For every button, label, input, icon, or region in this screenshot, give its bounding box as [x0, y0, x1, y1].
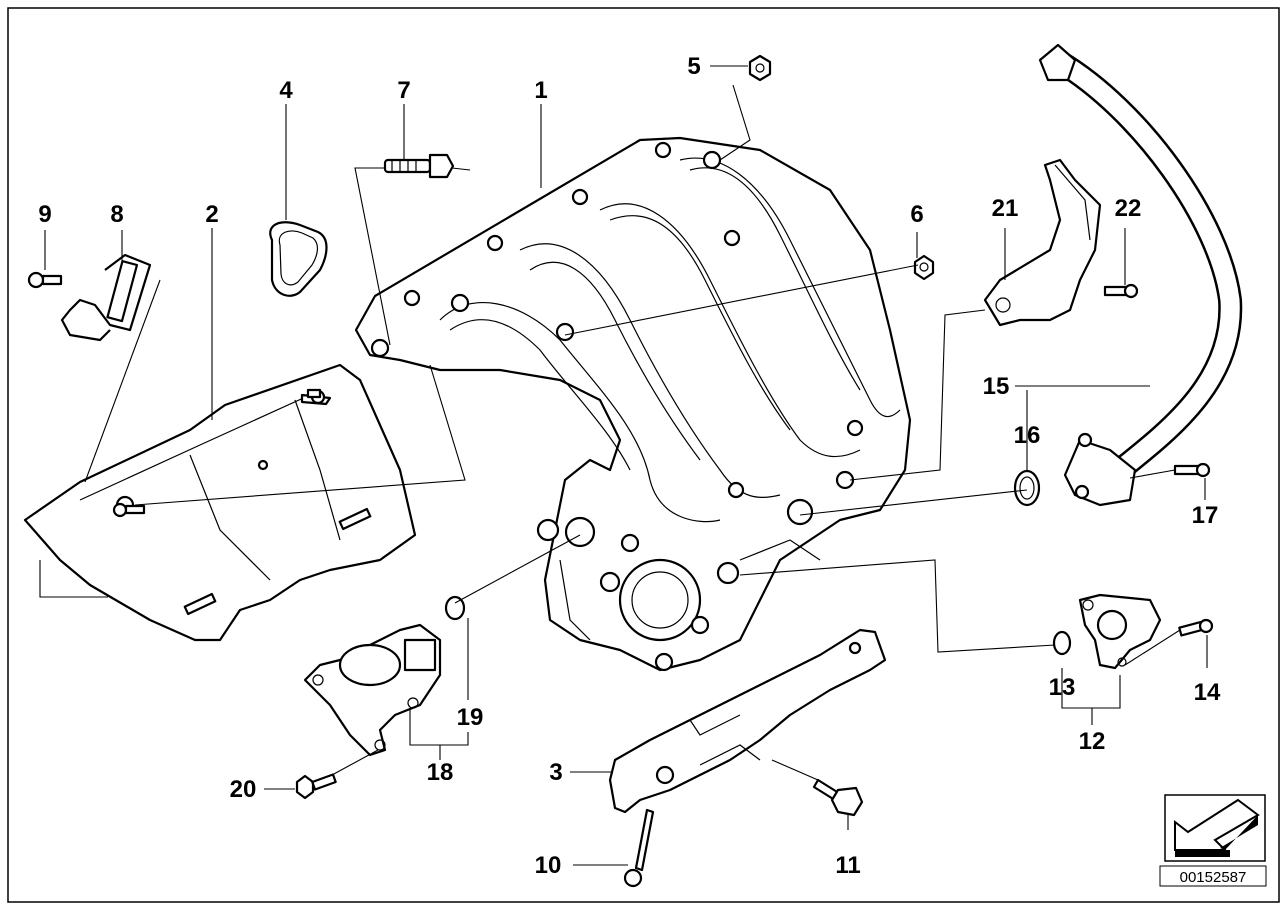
callout-8: 8	[110, 201, 123, 228]
o-ring-13	[1052, 630, 1072, 656]
callout-11: 11	[835, 852, 860, 879]
callout-18: 18	[427, 759, 454, 786]
callout-labels: 1 2 3 4 5 6 7 8 9 10 11 12 13 14 15 16 1…	[38, 53, 1221, 879]
intake-manifold	[354, 136, 912, 672]
screw-20	[295, 773, 337, 800]
callout-4: 4	[279, 77, 293, 104]
callout-15: 15	[983, 373, 1010, 400]
callout-6: 6	[910, 201, 923, 228]
callout-3: 3	[549, 759, 562, 786]
callout-5: 5	[687, 53, 700, 80]
callout-16: 16	[1014, 422, 1041, 449]
engine-cover	[23, 363, 417, 642]
vent-hose	[1038, 43, 1243, 507]
arrow-icon	[1164, 794, 1266, 862]
callout-10: 10	[535, 852, 562, 879]
screw-17	[1173, 462, 1211, 478]
leader-lines	[39, 65, 1208, 866]
sensor-12	[1078, 593, 1162, 670]
callout-12: 12	[1079, 728, 1106, 755]
callout-7: 7	[397, 77, 410, 104]
document-number-box	[1159, 865, 1267, 887]
callout-14: 14	[1194, 679, 1221, 706]
gasket	[269, 221, 328, 297]
screw-14	[1178, 618, 1214, 637]
o-ring-19	[444, 595, 466, 621]
callout-22: 22	[1115, 195, 1142, 222]
callout-20: 20	[230, 776, 257, 803]
diagram-border	[7, 7, 1280, 903]
o-ring-16	[1013, 469, 1041, 507]
callout-21: 21	[992, 195, 1019, 222]
callout-17: 17	[1192, 502, 1219, 529]
bracket-8	[60, 253, 152, 342]
callout-2: 2	[205, 201, 218, 228]
screw-9	[27, 271, 63, 289]
callout-9: 9	[38, 201, 51, 228]
bolt-7	[383, 153, 455, 179]
callout-13: 13	[1049, 674, 1076, 701]
bracket-21	[983, 158, 1102, 327]
bolt-11	[812, 778, 864, 817]
screw-22	[1103, 283, 1139, 299]
screw-cover	[112, 388, 326, 518]
nut-6	[913, 254, 935, 281]
callout-1: 1	[534, 77, 547, 104]
actuator-18	[303, 623, 442, 757]
document-number: 00152587	[1180, 869, 1247, 886]
nut-5	[748, 54, 772, 82]
callout-19: 19	[457, 704, 484, 731]
bolt-10	[623, 808, 655, 888]
bracket-3	[608, 628, 887, 814]
